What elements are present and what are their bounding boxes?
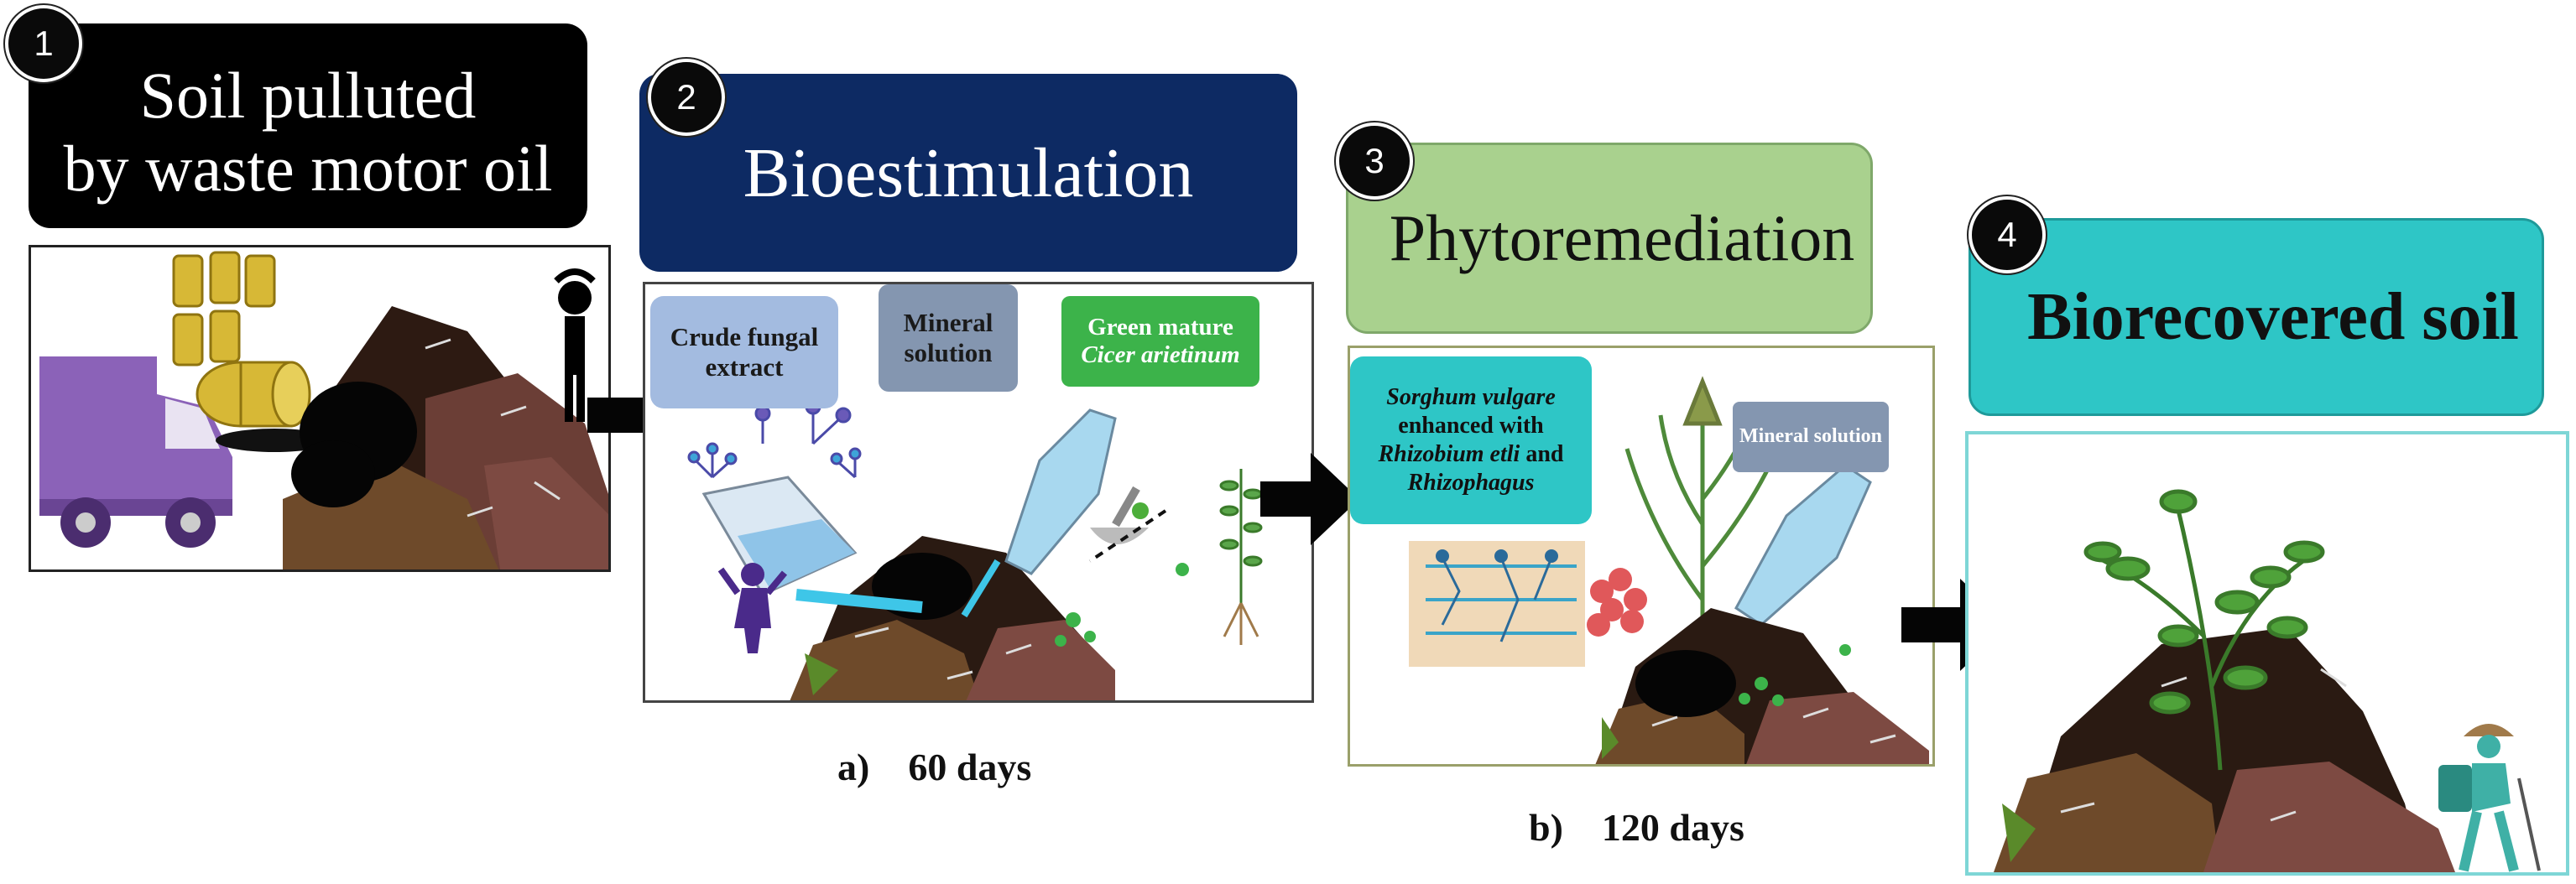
step-4-title: Biorecovered soil xyxy=(2027,279,2519,354)
label-sorghum-line-4: Rhizophagus xyxy=(1407,470,1535,497)
label-green-mature: Green mature Cicer arietinum xyxy=(1061,296,1259,387)
step-3-header: Phytoremediation xyxy=(1346,143,1873,334)
fungi-icon xyxy=(687,398,862,479)
step-2-panel: Crude fungal extract Mineral solution Gr… xyxy=(643,282,1314,703)
hiker-icon xyxy=(2438,724,2541,872)
step-4-header: Biorecovered soil xyxy=(1969,218,2544,416)
arrow-step-2-to-3 xyxy=(1260,453,1359,545)
step-3-number-badge: 3 xyxy=(1336,122,1413,200)
step-1-title-line-2: by waste motor oil xyxy=(63,132,553,205)
step-2-header: Bioestimulation xyxy=(639,74,1297,272)
polluted-soil-illustration xyxy=(39,251,608,569)
step-4-number-badge: 4 xyxy=(1969,196,2046,273)
van-icon xyxy=(39,356,232,548)
phytoremediation-illustration xyxy=(1409,376,1929,764)
step-2-number-badge: 2 xyxy=(648,59,725,136)
rhizosphere-icon xyxy=(1409,541,1585,667)
label-sorghum-line-2: enhanced with xyxy=(1398,412,1544,439)
label-rhizobium-etli: Rhizobium etli xyxy=(1378,441,1520,467)
label-mineral-solution-2: Mineral solution xyxy=(1733,402,1889,472)
caption-a-60-days: a) 60 days xyxy=(837,746,1032,788)
step-3-panel: Sorghum vulgare enhanced with Rhizobium … xyxy=(1348,346,1935,767)
chickpea-plant-icon xyxy=(1219,469,1263,645)
rhizobium-cells-icon xyxy=(1587,568,1647,637)
step-2-title: Bioestimulation xyxy=(743,133,1194,212)
soil-pile-icon xyxy=(283,306,608,569)
oil-barrels-icon xyxy=(172,251,311,428)
step-1-number-badge: 1 xyxy=(5,5,82,82)
label-sorghum-line-3: Rhizobium etli and xyxy=(1379,440,1564,469)
flask-icon xyxy=(701,476,923,613)
step-1-panel xyxy=(29,245,611,572)
healthy-plant-icon xyxy=(2083,489,2325,771)
bioestimulation-illustration xyxy=(687,398,1263,700)
distressed-person-icon xyxy=(554,268,596,422)
sorghum-plant-icon xyxy=(1624,376,1772,650)
label-sorghum-vulgare: Sorghum vulgare enhanced with Rhizobium … xyxy=(1350,356,1592,524)
label-green-mature-line-2: Cicer arietinum xyxy=(1081,341,1240,368)
bottle-icon xyxy=(961,408,1117,618)
step-4-panel xyxy=(1965,431,2569,876)
label-green-mature-line-1: Green mature xyxy=(1087,313,1233,341)
label-and: and xyxy=(1520,441,1564,467)
step-1-header: Soil pulluted by waste motor oil xyxy=(29,23,587,228)
caption-b-120-days: b) 120 days xyxy=(1529,806,1744,849)
person-icon xyxy=(717,563,788,653)
biorecovered-soil-illustration xyxy=(1994,489,2541,872)
label-sorghum-line-1: Sorghum vulgare xyxy=(1386,383,1556,410)
label-crude-fungal-extract: Crude fungal extract xyxy=(650,296,838,408)
label-mineral-solution: Mineral solution xyxy=(879,284,1018,392)
step-3-title: Phytoremediation xyxy=(1389,201,1855,274)
step-1-title-line-1: Soil pulluted xyxy=(139,58,477,132)
